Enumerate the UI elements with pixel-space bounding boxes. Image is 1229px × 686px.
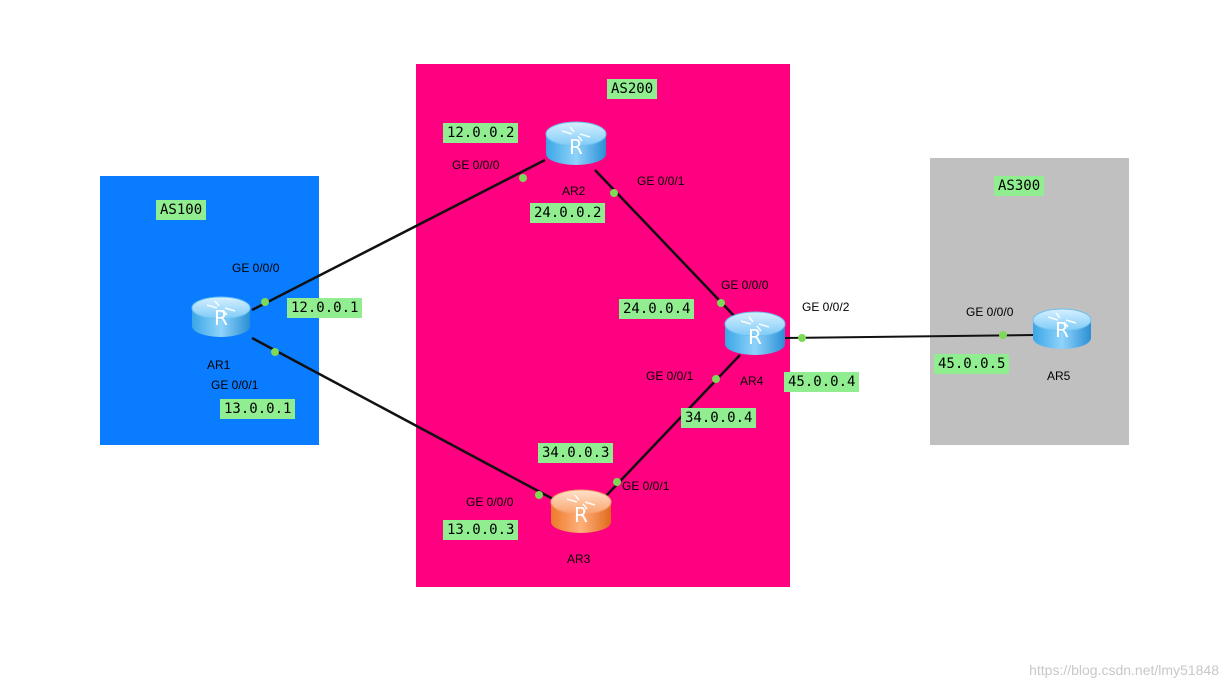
ip-ar1-13: 13.0.0.1: [220, 399, 296, 419]
port-dots: [261, 174, 1007, 499]
router-name-ar1: AR1: [207, 358, 231, 372]
port-ar3-ge000: GE 0/0/0: [466, 495, 514, 509]
port-dot[interactable]: [271, 348, 279, 356]
port-dot[interactable]: [519, 174, 527, 182]
ip-ar3-34: 34.0.0.3: [538, 443, 614, 463]
router-glyph: R: [1055, 318, 1069, 342]
port-dot[interactable]: [613, 478, 621, 486]
ip-ar1-12: 12.0.0.1: [287, 298, 363, 318]
ip-ar4-34: 34.0.0.4: [681, 408, 757, 428]
router-name-ar3: AR3: [567, 552, 591, 566]
as300-label: AS300: [994, 176, 1045, 196]
as100-label: AS100: [156, 200, 207, 220]
port-ar2-ge000: GE 0/0/0: [452, 158, 500, 172]
router-name-ar2: AR2: [562, 184, 586, 198]
link-ar1-ar2[interactable]: [251, 158, 546, 312]
router-glyph: R: [214, 306, 228, 330]
port-dot[interactable]: [610, 189, 618, 197]
router-glyph: R: [569, 135, 583, 159]
router-ar1[interactable]: R: [191, 296, 251, 337]
as200-label: AS200: [607, 79, 658, 99]
router-glyph: R: [574, 503, 588, 527]
link-ar1-ar3[interactable]: [251, 336, 556, 502]
ip-ar3-13: 13.0.0.3: [443, 520, 519, 540]
port-dot[interactable]: [999, 331, 1007, 339]
ip-ar4-24: 24.0.0.4: [619, 299, 695, 319]
port-ar4-ge001: GE 0/0/1: [646, 369, 694, 383]
port-ar1-ge001: GE 0/0/1: [211, 378, 259, 392]
router-ar5[interactable]: R: [1032, 308, 1092, 349]
ip-ar2-12: 12.0.0.2: [443, 123, 519, 143]
router-glyph: R: [748, 325, 762, 349]
port-ar5-ge000: GE 0/0/0: [966, 305, 1014, 319]
ip-ar4-45: 45.0.0.4: [784, 372, 860, 392]
watermark: https://blog.csdn.net/lmy51848: [1029, 662, 1219, 678]
router-ar3[interactable]: R: [550, 489, 612, 533]
area-as300: [930, 158, 1129, 445]
port-dot[interactable]: [535, 491, 543, 499]
port-ar2-ge001: GE 0/0/1: [637, 174, 685, 188]
port-dot[interactable]: [712, 375, 720, 383]
port-ar4-ge002: GE 0/0/2: [802, 300, 850, 314]
router-name-ar5: AR5: [1047, 369, 1071, 383]
port-dot[interactable]: [261, 298, 269, 306]
port-dot[interactable]: [717, 299, 725, 307]
port-ar4-ge000: GE 0/0/0: [721, 278, 769, 292]
router-name-ar4: AR4: [740, 374, 764, 388]
router-ar4[interactable]: R: [724, 311, 786, 355]
link-ar2-ar4[interactable]: [594, 169, 739, 321]
port-ar3-ge001: GE 0/0/1: [622, 479, 670, 493]
ip-ar5-45: 45.0.0.5: [934, 354, 1010, 374]
port-ar1-ge000: GE 0/0/0: [232, 261, 280, 275]
links: [251, 158, 1036, 502]
ip-ar2-24: 24.0.0.2: [530, 203, 606, 223]
router-ar2[interactable]: R: [545, 121, 607, 165]
link-ar4-ar5[interactable]: [784, 334, 1036, 339]
port-dot[interactable]: [798, 334, 806, 342]
